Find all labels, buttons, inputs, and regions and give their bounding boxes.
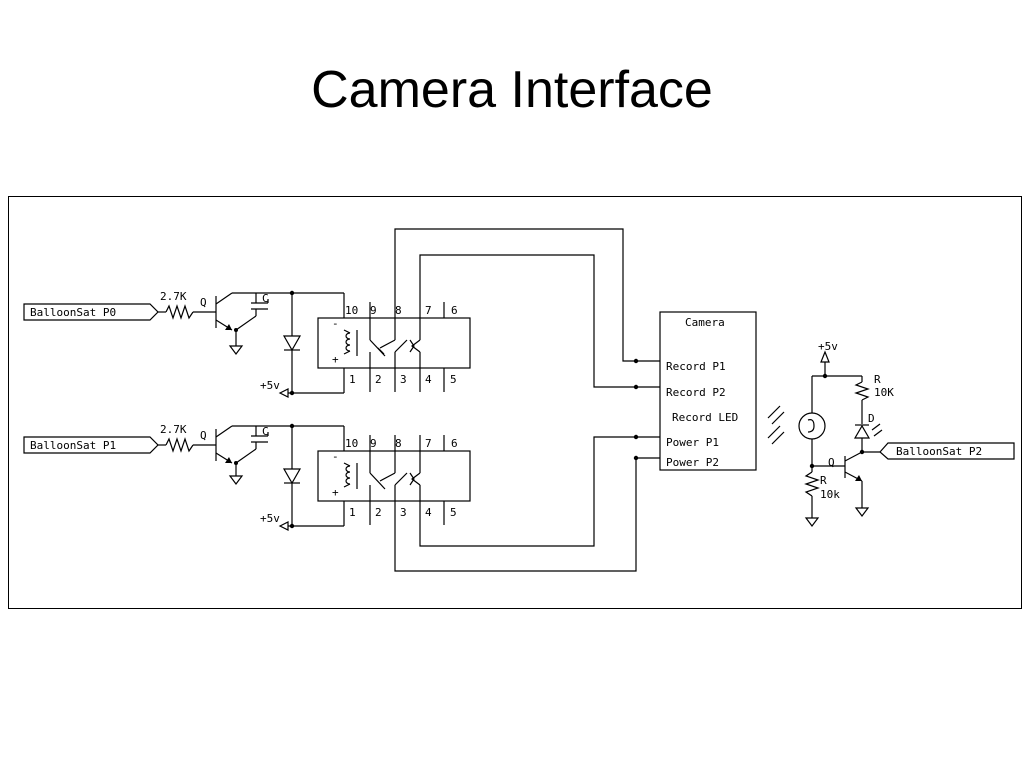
resistor-10k-label: 10K [874,386,894,399]
relay-p1-pin-10: 10 [345,437,358,450]
resistor-r-label: R [874,373,881,386]
input-label-p0: BalloonSat P0 [30,306,116,319]
resistor-value-label: 2.7K [160,423,187,436]
transistor-label: Q [828,456,835,469]
relay-p0-pin-4: 4 [425,373,432,386]
relay-p0-pin-5: 5 [450,373,457,386]
supply-label: +5v [260,512,280,525]
camera-block: Camera Record P1 Record P2 Record LED Po… [659,311,757,471]
relay-to-camera-wiring [394,228,660,572]
camera-pin-record-led: Record LED [672,411,738,424]
resistor-value-label: 2.7K [160,290,187,303]
channel-p0: BalloonSat P0 2.7K Q C +5v [23,290,471,398]
relay-p0-pin-6: 6 [451,304,458,317]
camera-pin-record-p2: Record P2 [666,386,726,399]
relay-p0-pin-9: 9 [370,304,377,317]
relay-plus: + [332,353,339,366]
relay-p1-pin-8: 8 [395,437,402,450]
relay-p1-pin-2: 2 [375,506,382,519]
resistor-r-label: R [820,474,827,487]
resistor-10k-lower [804,471,820,497]
input-label-p2: BalloonSat P2 [896,445,982,458]
diode-p0 [282,335,302,352]
relay-p0-pin-8: 8 [395,304,402,317]
relay-minus: - [332,450,339,463]
capacitor-label: C [262,425,269,438]
resistor-10k-upper [854,381,870,401]
relay-plus: + [332,486,339,499]
supply-label: +5v [260,379,280,392]
led-icon [853,424,871,439]
resistor-2k7-p1 [165,437,194,453]
relay-p0 [317,317,471,369]
diode-p1 [282,468,302,485]
photo-sensor-icon [798,412,826,440]
relay-p1-pin-3: 3 [400,506,407,519]
input-tag-p2 [879,442,1015,460]
relay-p0-pin-1: 1 [349,373,356,386]
input-label-p1: BalloonSat P1 [30,439,116,452]
input-tag-p0 [23,303,159,321]
relay-p1-pin-6: 6 [451,437,458,450]
slide-title: Camera Interface [311,61,713,119]
camera-title: Camera [685,316,725,329]
camera-pin-record-p1: Record P1 [666,360,726,373]
camera-pin-power-p1: Power P1 [666,436,719,449]
transistor-label: Q [200,296,207,309]
capacitor-label: C [262,292,269,305]
relay-minus: - [332,317,339,330]
relay-p1-pin-9: 9 [370,437,377,450]
input-tag-p1 [23,436,159,454]
supply-label: +5v [818,340,838,353]
relay-p0-pin-3: 3 [400,373,407,386]
resistor-2k7-p0 [165,304,194,320]
relay-p1-pin-7: 7 [425,437,432,450]
channel-p1: BalloonSat P1 2.7K Q C +5v - + [23,423,471,531]
relay-p1-pin-5: 5 [450,506,457,519]
relay-p0-pin-2: 2 [375,373,382,386]
relay-p0-pin-7: 7 [425,304,432,317]
led-sensor-circuit: +5v R 10K D Q BalloonSat P2 [767,340,1015,527]
transistor-label: Q [200,429,207,442]
led-label: D [868,412,875,425]
relay-p1 [317,450,471,502]
camera-pin-power-p2: Power P2 [666,456,719,469]
schematic-frame [8,196,1022,609]
relay-p1-pin-4: 4 [425,506,432,519]
resistor-10k-label: 10k [820,488,840,501]
relay-p0-pin-10: 10 [345,304,358,317]
relay-p1-pin-1: 1 [349,506,356,519]
